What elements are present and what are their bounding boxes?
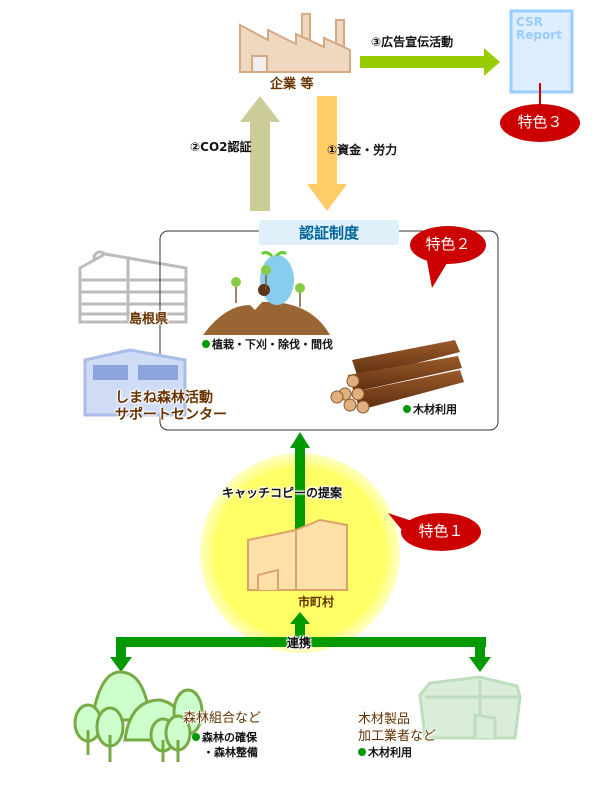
timber-processor-line2: 加工業者など: [358, 729, 437, 744]
processor-warehouse-icon: [418, 675, 522, 740]
forest-union-title: 森林組合など: [183, 711, 262, 726]
report-line1: CSR: [516, 15, 543, 29]
feature-3-badge: [500, 104, 580, 142]
forest-icon: [73, 670, 204, 762]
support-center-line2: サポートセンター: [115, 407, 227, 423]
funds-label: ①資金・労力: [327, 143, 398, 157]
catchcopy-label: キャッチコピーの提案: [222, 486, 343, 500]
logs-illustration: [330, 340, 464, 414]
feature-2-badge: [410, 226, 486, 264]
feature-2-label: 特色２: [425, 235, 471, 253]
timber-use-text: 木材利用: [413, 403, 457, 416]
advertising-arrow: [360, 48, 500, 76]
company-label: 企業 等: [270, 77, 314, 92]
report-line2: Report: [516, 28, 562, 42]
bullet-icon: [358, 748, 366, 756]
support-center-building-icon: [83, 348, 187, 417]
planting-caption: 植栽・下刈・除伐・間伐: [202, 338, 333, 351]
timber-processor-line1: 木材製品: [358, 712, 411, 727]
forest-union-item1-text: 森林の確保: [202, 731, 257, 744]
bullet-icon: [192, 733, 200, 741]
feature-1-label: 特色１: [418, 522, 464, 540]
timber-use-caption: 木材利用: [403, 403, 457, 416]
prefecture-label: 島根県: [129, 312, 169, 327]
planting-text: 植栽・下刈・除伐・間伐: [212, 338, 333, 351]
feature-1-badge: [401, 513, 481, 551]
municipality-label: 市町村: [298, 595, 335, 609]
certification-title-bg: [259, 220, 399, 245]
funds-arrow: [307, 96, 347, 211]
catchcopy-arrow: [290, 432, 310, 530]
support-center-label: しまね森林活動 サポートセンター: [115, 390, 227, 424]
forest-union-item1: 森林の確保: [192, 731, 257, 744]
co2-label: ②CO2認証: [190, 140, 252, 154]
advertising-label: ③広告宣伝活動: [371, 35, 454, 49]
municipality-building-icon: [247, 518, 348, 591]
forest-union-item2: ・森林整備: [203, 746, 258, 759]
bullet-icon: [403, 405, 411, 413]
cooperation-label: 連携: [287, 636, 312, 650]
timber-processor-item1-text: 木材利用: [368, 746, 412, 759]
csr-report-icon: [509, 9, 574, 94]
planting-illustration: [203, 250, 330, 335]
feature-3-label: 特色３: [517, 113, 563, 131]
timber-processor-item1: 木材利用: [358, 746, 412, 759]
csr-report-title: CSR Report: [516, 16, 562, 42]
cooperation-arrows: [110, 612, 491, 672]
timber-processor-title: 木材製品 加工業者など: [358, 711, 436, 745]
certification-title: 認証制度: [298, 224, 359, 242]
factory-icon: [239, 13, 351, 73]
support-center-line1: しまね森林活動: [115, 390, 213, 406]
bullet-icon: [202, 340, 210, 348]
co2-arrow: [240, 96, 280, 211]
